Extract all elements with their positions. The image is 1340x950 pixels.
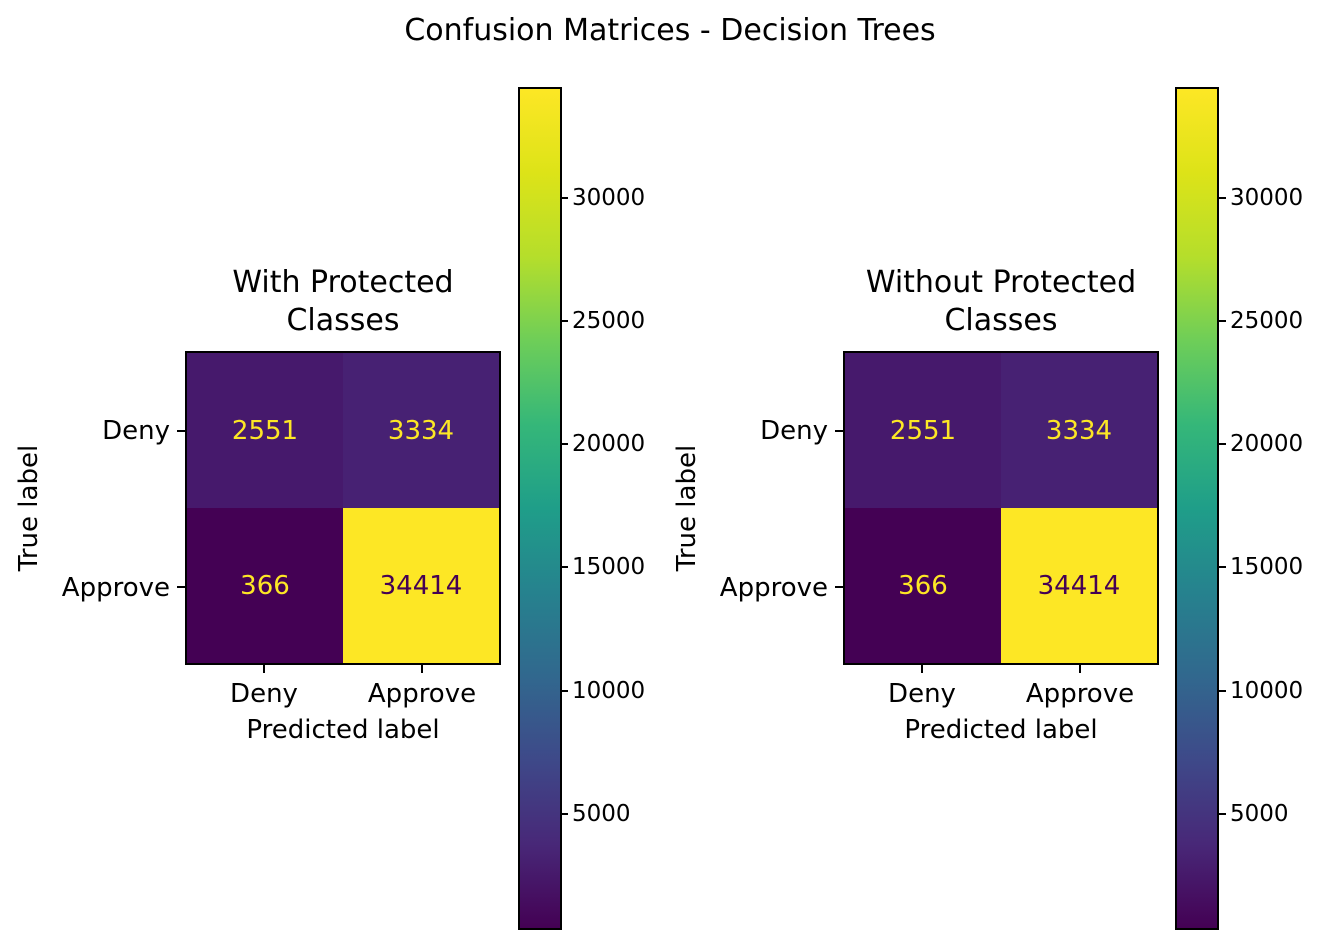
colorbar-tick-label: 15000: [572, 554, 646, 580]
matrix-cell-tn: 2551: [845, 353, 1001, 508]
x-tick-label-approve: Approve: [367, 679, 477, 709]
subplot-title-without-protected: Without Protected Classes: [801, 264, 1201, 340]
y-tick-mark: [835, 430, 843, 432]
x-axis-label: Predicted label: [904, 715, 1098, 745]
matrix-cell-tp: 34414: [1001, 508, 1157, 663]
colorbar-tick-mark: [1219, 690, 1226, 692]
colorbar-tick-mark: [561, 320, 568, 322]
subplot-title-with-protected: With Protected Classes: [143, 264, 543, 340]
colorbar-tick-mark: [1219, 566, 1226, 568]
colorbar-tick-mark: [561, 443, 568, 445]
colorbar-tick-label: 5000: [1230, 801, 1289, 827]
matrix-cell-tp: 34414: [343, 508, 499, 663]
y-axis-label: True label: [672, 444, 702, 572]
colorbar-with-protected: [518, 87, 562, 930]
y-tick-label-approve: Approve: [61, 573, 170, 603]
colorbar-tick-mark: [1219, 320, 1226, 322]
x-tick-mark: [921, 665, 923, 673]
y-tick-mark: [177, 430, 185, 432]
colorbar-tick-label: 25000: [572, 308, 646, 334]
colorbar-tick-mark: [561, 197, 568, 199]
colorbar-tick-label: 5000: [572, 801, 631, 827]
colorbar-tick-label: 25000: [1230, 308, 1304, 334]
colorbar-tick-label: 10000: [1230, 678, 1304, 704]
x-tick-mark: [263, 665, 265, 673]
confusion-matrix-with-protected: 2551 3334 366 34414: [185, 351, 501, 665]
y-tick-label-deny: Deny: [760, 416, 828, 446]
y-tick-label-deny: Deny: [102, 416, 170, 446]
colorbar-tick-label: 15000: [1230, 554, 1304, 580]
figure-title: Confusion Matrices - Decision Trees: [404, 13, 936, 48]
subplot-title-line1: Without Protected: [865, 265, 1137, 300]
colorbar-without-protected: [1175, 87, 1219, 930]
colorbar-tick-label: 10000: [572, 678, 646, 704]
subplot-title-line1: With Protected: [232, 265, 454, 300]
matrix-cell-fn: 366: [845, 508, 1001, 663]
subplot-title-line2: Classes: [286, 303, 400, 338]
colorbar-tick-mark: [1219, 813, 1226, 815]
x-tick-mark: [1079, 665, 1081, 673]
colorbar-tick-mark: [561, 566, 568, 568]
x-tick-label-deny: Deny: [888, 679, 956, 709]
x-axis-label: Predicted label: [246, 715, 440, 745]
y-tick-mark: [177, 586, 185, 588]
y-axis-label: True label: [14, 444, 44, 572]
x-tick-label-approve: Approve: [1025, 679, 1135, 709]
colorbar-tick-label: 20000: [1230, 431, 1304, 457]
colorbar-tick-mark: [561, 690, 568, 692]
subplot-title-line2: Classes: [944, 303, 1058, 338]
colorbar-tick-label: 30000: [1230, 185, 1304, 211]
colorbar-tick-mark: [1219, 197, 1226, 199]
y-tick-label-approve: Approve: [719, 573, 828, 603]
confusion-matrix-without-protected: 2551 3334 366 34414: [843, 351, 1159, 665]
colorbar-tick-label: 20000: [572, 431, 646, 457]
colorbar-tick-label: 30000: [572, 185, 646, 211]
colorbar-tick-mark: [561, 813, 568, 815]
matrix-cell-tn: 2551: [187, 353, 343, 508]
y-tick-mark: [835, 586, 843, 588]
colorbar-tick-mark: [1219, 443, 1226, 445]
matrix-cell-fn: 366: [187, 508, 343, 663]
x-tick-mark: [421, 665, 423, 673]
matrix-cell-fp: 3334: [343, 353, 499, 508]
matrix-cell-fp: 3334: [1001, 353, 1157, 508]
x-tick-label-deny: Deny: [230, 679, 298, 709]
